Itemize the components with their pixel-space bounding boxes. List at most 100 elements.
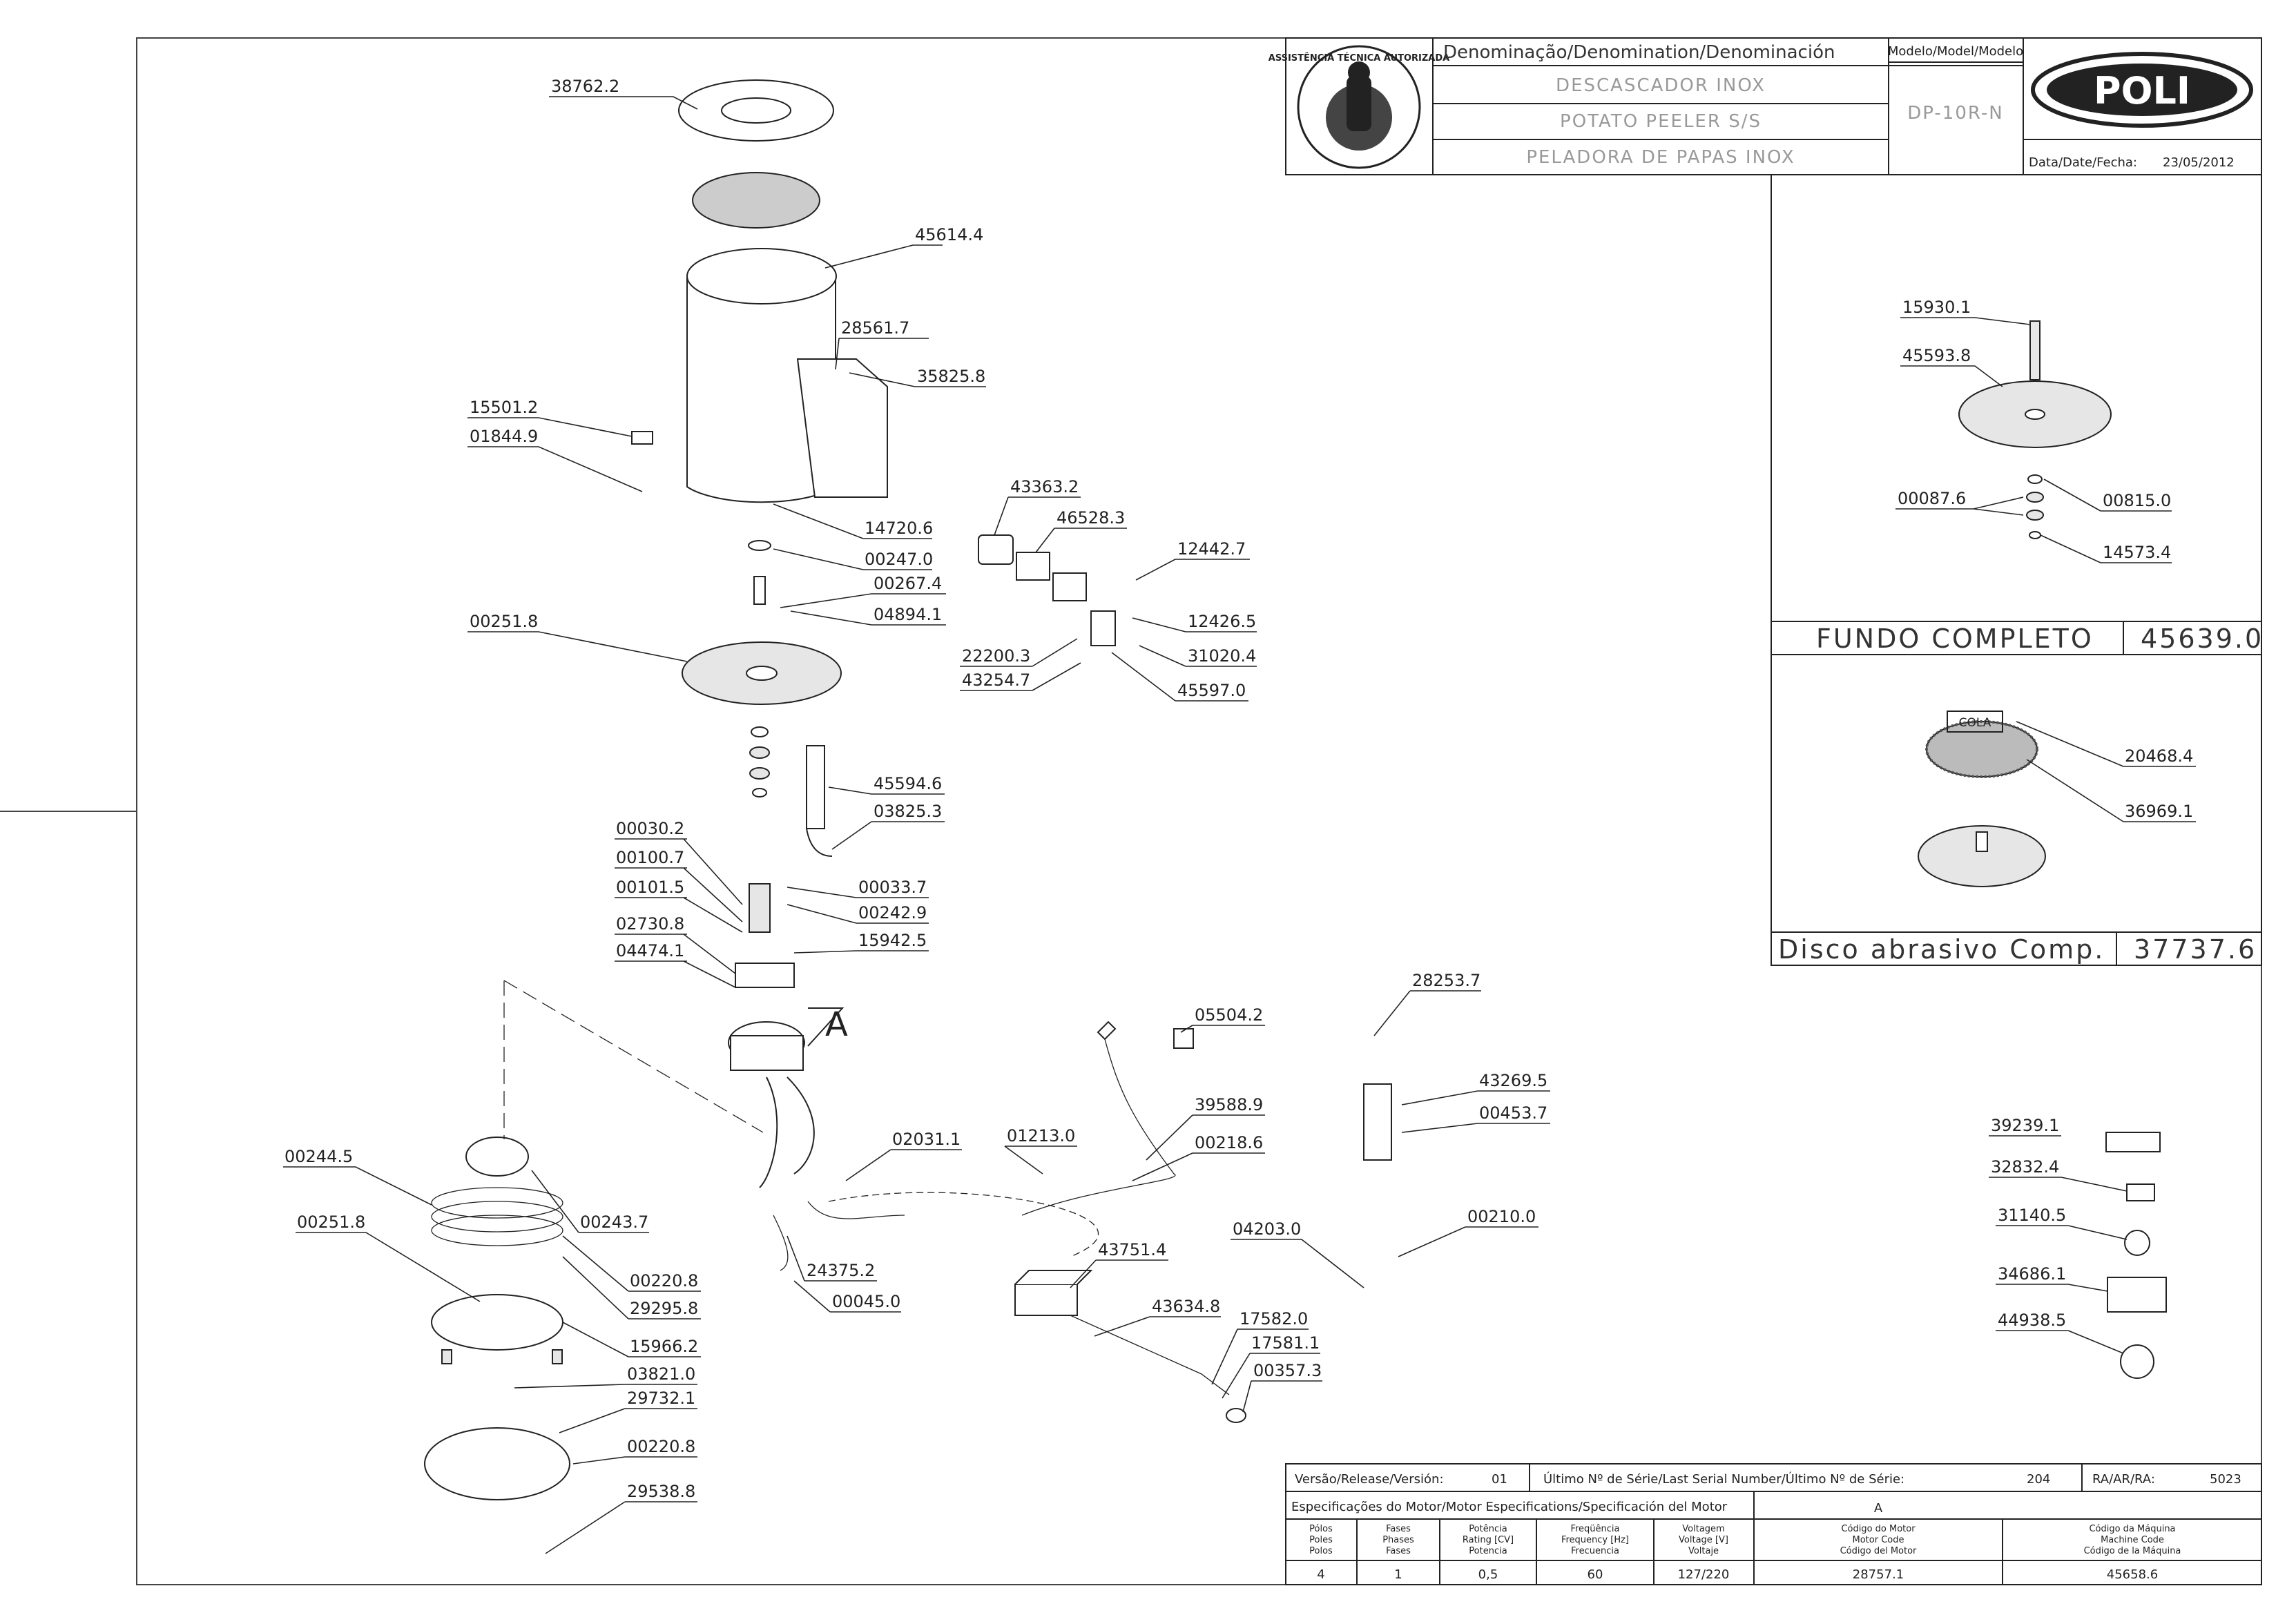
part-label[interactable]: 39588.9 — [1146, 1095, 1265, 1161]
part-label[interactable]: 43634.8 — [1094, 1297, 1221, 1337]
part-label[interactable]: 15930.1 — [1900, 298, 2031, 325]
ra-value: 5023 — [2210, 1472, 2241, 1487]
part-label[interactable]: 00815.0 — [2043, 478, 2172, 512]
part-label[interactable]: 45597.0 — [1111, 652, 1248, 702]
part-label[interactable]: 32832.4 — [1989, 1157, 2128, 1192]
spec-headers: Pólos Poles Polos Fases Phases Fases Pot… — [1309, 1524, 2181, 1556]
svg-text:00244.5: 00244.5 — [284, 1147, 353, 1166]
part-label[interactable]: 00100.7 — [615, 848, 743, 922]
part-label[interactable]: 29732.1 — [559, 1389, 697, 1433]
svg-text:Pólos: Pólos — [1309, 1524, 1333, 1534]
part-label[interactable]: 02031.1 — [845, 1130, 962, 1181]
part-label[interactable]: 03821.0 — [514, 1364, 697, 1389]
part-label[interactable]: 39239.1 — [1989, 1116, 2061, 1137]
poli-logo: POLI — [2031, 52, 2253, 128]
part-label[interactable]: 00220.8 — [562, 1235, 701, 1292]
part-label[interactable]: 14573.4 — [2040, 534, 2172, 563]
part-label[interactable]: 00244.5 — [283, 1147, 432, 1206]
svg-text:00251.8: 00251.8 — [470, 612, 538, 631]
part-label[interactable]: 12442.7 — [1135, 539, 1250, 581]
part-label[interactable]: 29295.8 — [562, 1256, 701, 1320]
part-label[interactable]: 02730.8 — [615, 914, 736, 974]
part-label[interactable]: 00220.8 — [572, 1437, 697, 1464]
part-label[interactable]: 28253.7 — [1373, 971, 1481, 1036]
authorized-service-seal: ASSISTÊNCIA TÉCNICA AUTORIZADA — [1268, 45, 1449, 169]
part-label[interactable]: 17582.0 — [1211, 1309, 1309, 1385]
part-label[interactable]: 15942.5 — [793, 931, 929, 954]
svg-text:31020.4: 31020.4 — [1188, 646, 1256, 666]
svg-text:36969.1: 36969.1 — [2125, 802, 2193, 821]
part-label[interactable]: 43363.2 — [994, 477, 1081, 536]
svg-text:Motor Code: Motor Code — [1853, 1535, 1904, 1545]
part-label[interactable]: 44938.5 — [1996, 1311, 2124, 1354]
part-label[interactable]: 00210.0 — [1398, 1207, 1538, 1257]
model-header: Modelo/Model/Modelo — [1888, 44, 2023, 59]
part-label[interactable]: 00251.8 — [296, 1212, 481, 1302]
part-label[interactable]: 00247.0 — [773, 548, 933, 570]
part-label[interactable]: 46528.3 — [1035, 508, 1127, 553]
svg-text:00218.6: 00218.6 — [1195, 1133, 1263, 1152]
part-label[interactable]: 00087.6 — [1895, 489, 2024, 516]
svg-text:60: 60 — [1588, 1567, 1603, 1582]
bottom-assembly-drawing — [1958, 320, 2112, 539]
part-label[interactable]: 00251.8 — [467, 612, 688, 662]
part-label[interactable]: 38762.2 — [549, 77, 698, 110]
part-label[interactable]: 36969.1 — [2026, 759, 2196, 822]
part-label[interactable]: 43269.5 — [1401, 1071, 1550, 1105]
part-label[interactable]: 00242.9 — [787, 903, 929, 924]
svg-text:Voltaje: Voltaje — [1688, 1546, 1719, 1556]
part-label[interactable]: 00243.7 — [531, 1170, 649, 1233]
part-label[interactable]: 31020.4 — [1139, 645, 1257, 667]
svg-text:03821.0: 03821.0 — [627, 1364, 695, 1384]
part-label[interactable]: 31140.5 — [1996, 1206, 2128, 1240]
part-label[interactable]: 00045.0 — [793, 1280, 901, 1313]
part-label[interactable]: 03825.3 — [831, 802, 945, 850]
part-label[interactable]: 43751.4 — [1070, 1240, 1168, 1288]
svg-text:28561.7: 28561.7 — [841, 318, 909, 338]
svg-text:17582.0: 17582.0 — [1239, 1309, 1308, 1328]
part-label[interactable]: 04203.0 — [1231, 1219, 1364, 1288]
part-label[interactable]: 00218.6 — [1132, 1133, 1265, 1181]
part-label[interactable]: 29538.8 — [545, 1482, 697, 1554]
part-label[interactable]: 35825.8 — [849, 367, 986, 387]
part-label[interactable]: 24375.2 — [787, 1235, 877, 1282]
main-assembly-drawing — [424, 79, 2167, 1500]
part-label[interactable]: 15501.2 — [467, 398, 633, 437]
part-label[interactable]: 34686.1 — [1996, 1264, 2108, 1292]
svg-text:00087.6: 00087.6 — [1898, 489, 1966, 508]
detail-panel-frame — [1771, 174, 2262, 966]
part-label[interactable]: 01844.9 — [467, 427, 643, 492]
part-label[interactable]: 45593.8 — [1900, 346, 2003, 387]
part-label[interactable]: 20468.4 — [2016, 721, 2196, 767]
part-label[interactable]: 01213.0 — [1004, 1126, 1077, 1174]
part-label[interactable]: 15966.2 — [562, 1322, 701, 1357]
part-label[interactable]: 00030.2 — [615, 819, 743, 905]
part-label[interactable]: 22200.3 — [960, 638, 1078, 667]
part-label[interactable]: 05504.2 — [1180, 1005, 1265, 1033]
part-label[interactable]: 17581.1 — [1222, 1333, 1320, 1399]
svg-text:00101.5: 00101.5 — [616, 878, 684, 897]
svg-text:Machine Code: Machine Code — [2101, 1535, 2164, 1545]
part-label[interactable]: 00357.3 — [1242, 1361, 1322, 1413]
part-label[interactable]: 00033.7 — [787, 878, 929, 898]
part-label[interactable]: 14720.6 — [773, 503, 933, 539]
drawing-border — [136, 37, 2262, 1585]
part-label[interactable]: 04894.1 — [790, 605, 946, 626]
part-label[interactable]: 43254.7 — [960, 662, 1081, 691]
serial-label: Último Nº de Série/Last Serial Number/Úl… — [1543, 1471, 1904, 1487]
part-label[interactable]: 12426.5 — [1132, 612, 1257, 632]
svg-text:127/220: 127/220 — [1678, 1567, 1730, 1582]
date-label: Data/Date/Fecha: — [2029, 155, 2137, 170]
part-label[interactable]: 00101.5 — [615, 878, 743, 933]
part-label[interactable]: 45614.4 — [824, 225, 983, 269]
svg-text:Frecuencia: Frecuencia — [1571, 1546, 1619, 1556]
svg-text:14573.4: 14573.4 — [2103, 543, 2171, 562]
part-label[interactable]: 00267.4 — [780, 574, 946, 608]
disco-code: 37737.6 — [2134, 934, 2257, 965]
part-label[interactable]: 04474.1 — [615, 941, 736, 988]
part-label[interactable]: 28561.7 — [835, 318, 929, 370]
part-label[interactable]: 45594.6 — [828, 774, 945, 795]
svg-text:14720.6: 14720.6 — [865, 519, 933, 538]
part-label[interactable]: 00453.7 — [1401, 1103, 1550, 1133]
